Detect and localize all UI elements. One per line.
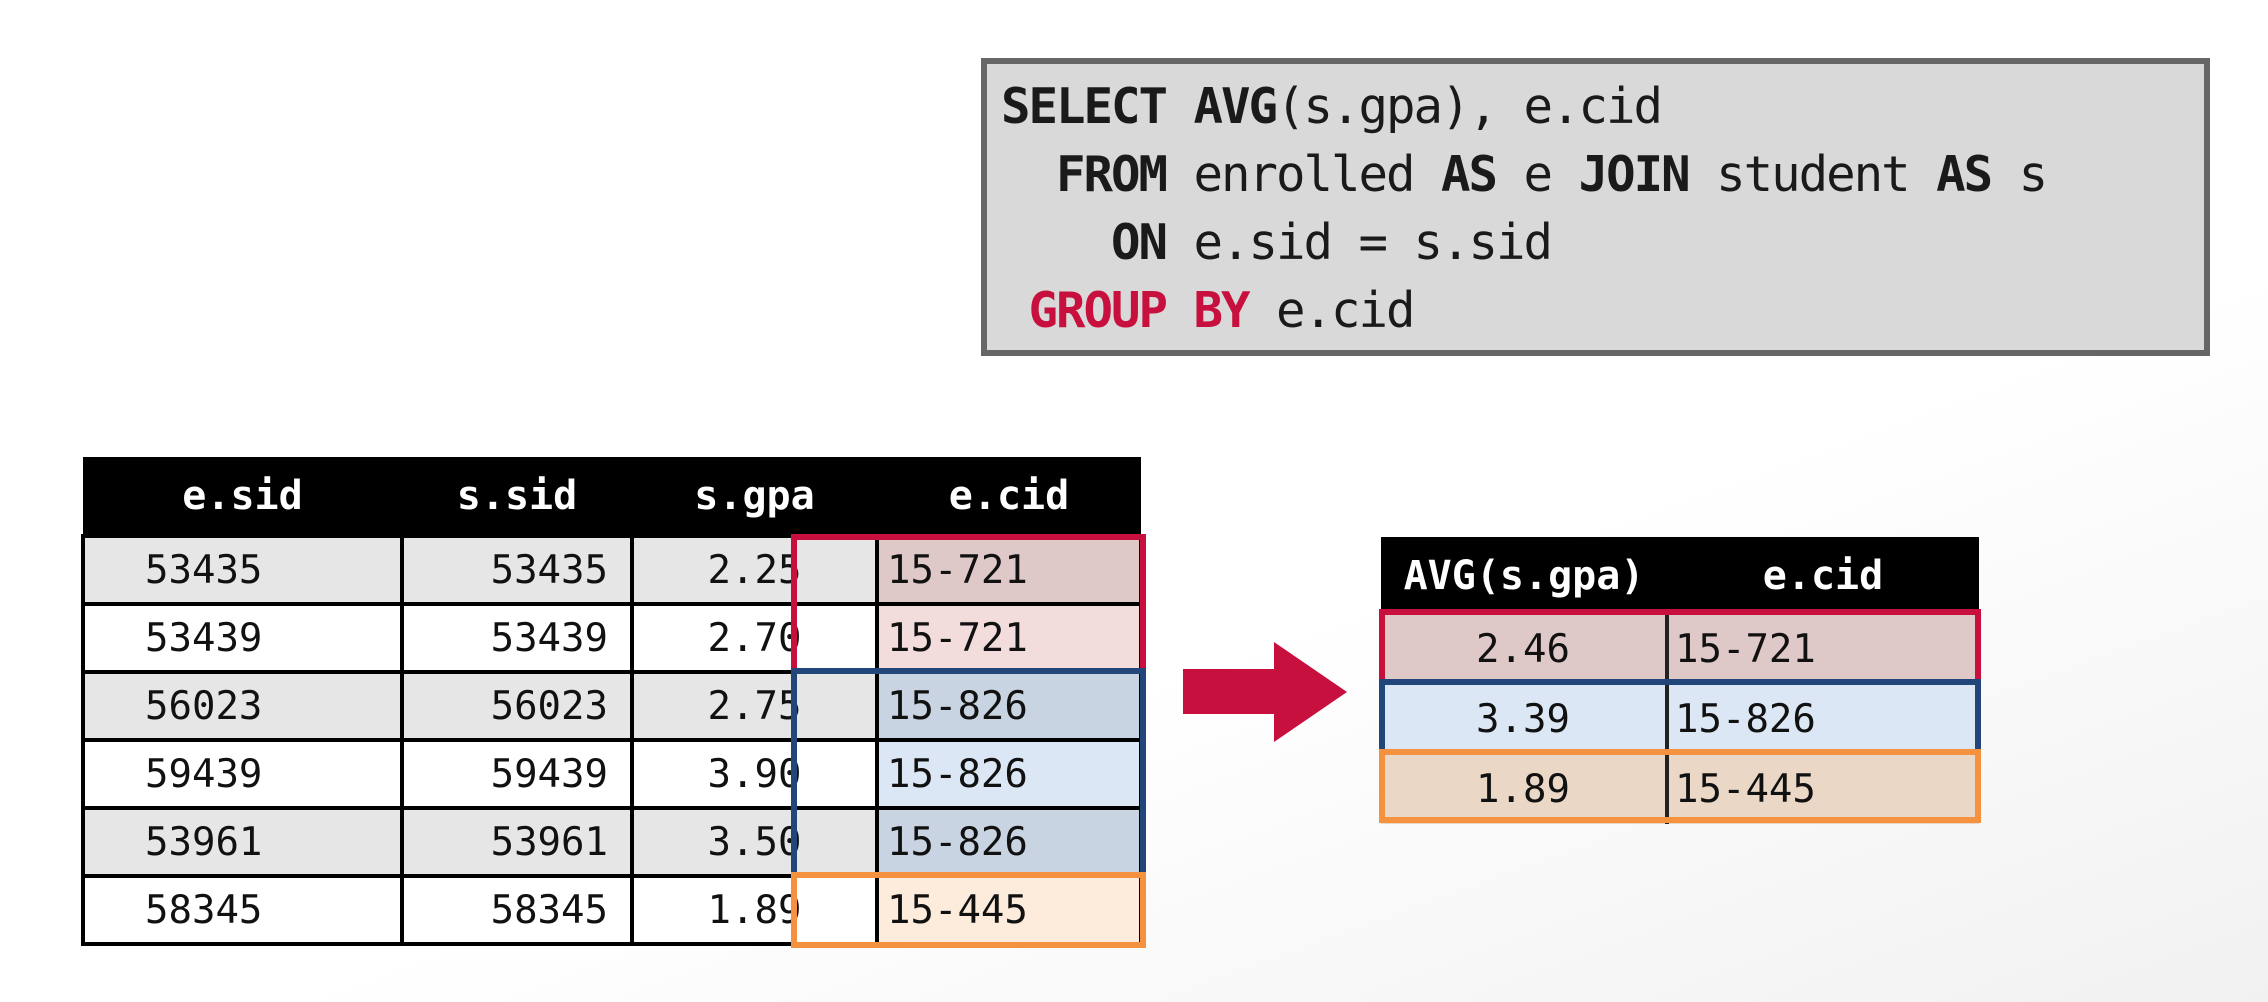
sql-keyword: JOIN [1578,146,1691,203]
sql-keyword: FROM [1001,146,1194,203]
table-cell: 15-826 [1667,684,1979,754]
sql-text: (s.gpa), e.cid [1276,78,1663,135]
table-cell: 15-826 [875,738,1143,810]
sql-keyword: AS [1936,146,1993,203]
table-cell: 53961 [400,806,634,878]
table-cell: 15-721 [875,602,1143,674]
table-cell: 53435 [81,534,404,606]
sql-keyword: GROUP BY [1001,282,1251,339]
table-cell: 3.50 [630,806,879,878]
column-header: e.cid [1667,537,1979,614]
table-cell: 1.89 [630,874,879,946]
sql-line: GROUP BY e.cid [1001,282,1416,339]
table-cell: 53439 [400,602,634,674]
table-cell: 3.90 [630,738,879,810]
table-cell: 53961 [81,806,404,878]
sql-query-box: SELECT AVG(s.gpa), e.cid FROM enrolled A… [981,58,2210,356]
table-cell: 53439 [81,602,404,674]
table-cell: 2.46 [1381,614,1669,684]
table-cell: 2.75 [630,670,879,742]
table-cell: 59439 [81,738,404,810]
table-cell: 15-721 [875,534,1143,606]
table-cell: 56023 [400,670,634,742]
table-cell: 15-445 [875,874,1143,946]
table-cell: 15-445 [1667,754,1979,824]
sql-keyword: AS [1441,146,1498,203]
table-cell: 15-826 [875,670,1143,742]
table-cell: 58345 [400,874,634,946]
table-cell: 53435 [400,534,634,606]
column-header: e.sid [83,457,402,536]
sql-text: e.sid = s.sid [1193,214,1554,271]
column-header: e.cid [877,457,1141,536]
table-cell: 59439 [400,738,634,810]
sql-keyword: AVG [1193,78,1279,135]
sql-text: student [1688,146,1937,203]
sql-text: e.cid [1248,282,1416,339]
sql-keyword: ON [1001,214,1194,271]
table-cell: 2.25 [630,534,879,606]
table-cell: 1.89 [1381,754,1669,824]
sql-text: enrolled [1193,146,1442,203]
table-cell: 2.70 [630,602,879,674]
sql-line: SELECT AVG(s.gpa), e.cid [1001,78,1663,135]
arrow-right-icon [1183,642,1347,742]
result-table-header: AVG(s.gpa)e.cid [1381,537,1979,614]
table-cell: 3.39 [1381,684,1669,754]
column-header: AVG(s.gpa) [1381,537,1667,614]
table-cell: 56023 [81,670,404,742]
sql-text: e [1496,146,1579,203]
table-cell: 15-826 [875,806,1143,878]
column-header: s.sid [402,457,632,536]
sql-text: s [1991,146,2049,203]
sql-line: FROM enrolled AS e JOIN student AS s [1001,146,2049,203]
table-cell: 58345 [81,874,404,946]
column-header: s.gpa [632,457,877,536]
sql-line: ON e.sid = s.sid [1001,214,1554,271]
sql-keyword: SELECT [1001,78,1194,135]
table-cell: 15-721 [1667,614,1979,684]
